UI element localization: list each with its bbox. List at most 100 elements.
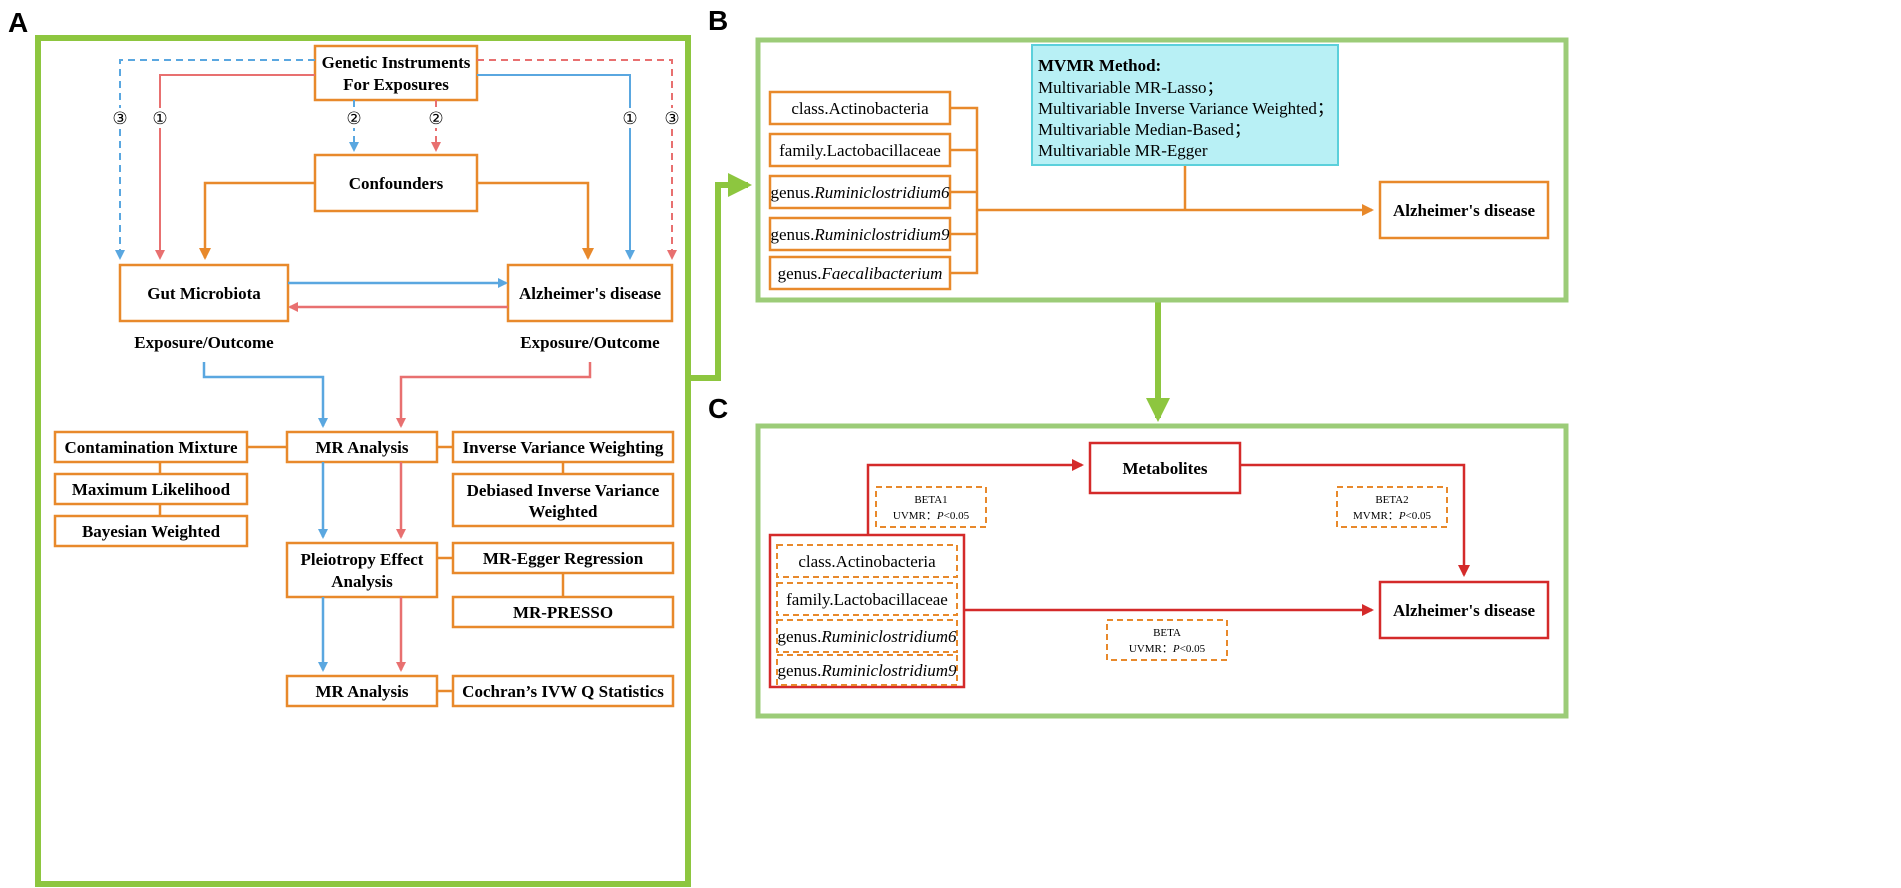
mr-egger-regression-label: MR-Egger Regression bbox=[483, 549, 644, 568]
mr-analysis-label-2: MR Analysis bbox=[315, 682, 408, 701]
mr-analysis-box-1: MR Analysis bbox=[285, 430, 439, 464]
panel-letter-b: B bbox=[708, 5, 728, 36]
marker-1-left: ① bbox=[152, 109, 167, 128]
confounders-to-ad bbox=[477, 181, 594, 260]
beta-box: BETA UVMR：P<0.05 bbox=[1106, 619, 1228, 661]
marker-3-left: ③ bbox=[112, 109, 127, 128]
beta1-value: UVMR：P<0.05 bbox=[893, 510, 970, 522]
b-taxon-box-5 bbox=[768, 255, 952, 291]
mr-analysis-box-2: MR Analysis bbox=[285, 674, 439, 708]
panel-a-border bbox=[35, 35, 691, 887]
circled-markers: ③ ① ② ② ① ③ bbox=[110, 108, 682, 128]
marker-2-left: ② bbox=[346, 109, 361, 128]
pleiotropy-line-2: Analysis bbox=[331, 572, 393, 591]
c-taxon-box-2 bbox=[776, 582, 958, 616]
b-taxon-box-3 bbox=[768, 174, 952, 210]
metabolites-label: Metabolites bbox=[1123, 459, 1208, 478]
c-taxon-box-4 bbox=[776, 654, 958, 686]
alzheimers-box-b: Alzheimer's disease bbox=[1378, 180, 1550, 240]
beta2-name: BETA2 bbox=[1375, 494, 1408, 506]
mvmr-method-2: Multivariable Inverse Variance Weighted； bbox=[1038, 99, 1334, 118]
b-taxon-label-1: class.Actinobacteria bbox=[791, 99, 929, 118]
panel-c-taxa-group: class.Actinobacteria family.Lactobacilla… bbox=[768, 533, 966, 689]
marker-1-right: ① bbox=[622, 109, 637, 128]
cochran-box: Cochran’s IVW Q Statistics bbox=[451, 674, 675, 708]
mvmr-method-1: Multivariable MR-Lasso； bbox=[1038, 78, 1224, 97]
green-connector-a-to-b bbox=[688, 173, 752, 381]
exposure-outcome-left: Exposure/Outcome bbox=[134, 333, 274, 352]
cochran-label: Cochran’s IVW Q Statistics bbox=[462, 682, 664, 701]
panel-b-taxa: class.Actinobacteria family.Lactobacilla… bbox=[768, 90, 952, 291]
mr-presso-label: MR-PRESSO bbox=[513, 603, 613, 622]
contamination-mixture-box: Contamination Mixture bbox=[53, 430, 249, 464]
maximum-likelihood-box: Maximum Likelihood bbox=[53, 472, 249, 506]
c-taxon-box-1 bbox=[776, 544, 958, 578]
c-taxon-box-3 bbox=[776, 619, 958, 653]
alzheimers-label-a: Alzheimer's disease bbox=[519, 284, 662, 303]
genetic-instruments-box: Genetic Instruments For Exposures bbox=[313, 44, 479, 102]
taxa-bracket bbox=[950, 106, 979, 275]
alzheimers-box-c: Alzheimer's disease bbox=[1378, 580, 1550, 640]
alzheimers-label-c: Alzheimer's disease bbox=[1393, 601, 1536, 620]
pleiotropy-line-1: Pleiotropy Effect bbox=[301, 550, 424, 569]
beta-value: UVMR：P<0.05 bbox=[1129, 643, 1206, 655]
b-taxon-label-4: genus.Ruminiclostridium9 bbox=[771, 225, 950, 244]
pleiotropy-box: Pleiotropy Effect Analysis bbox=[285, 541, 439, 599]
panel-letter-a: A bbox=[8, 7, 28, 38]
panel-letter-c: C bbox=[708, 393, 728, 424]
mvmr-method-3: Multivariable Median-Based； bbox=[1038, 120, 1251, 139]
alzheimers-box-a: Alzheimer's disease bbox=[506, 263, 674, 323]
bayesian-weighted-label: Bayesian Weighted bbox=[82, 522, 221, 541]
beta2-box: BETA2 MVMR：P<0.05 bbox=[1336, 486, 1448, 528]
contamination-mixture-label: Contamination Mixture bbox=[65, 438, 238, 457]
beta2-value: MVMR：P<0.05 bbox=[1353, 510, 1432, 522]
gut-microbiota-label: Gut Microbiota bbox=[147, 284, 261, 303]
maximum-likelihood-label: Maximum Likelihood bbox=[72, 480, 231, 499]
path-dashed-blue-3 bbox=[115, 59, 315, 260]
genetic-instruments-line-2: For Exposures bbox=[343, 75, 449, 94]
metabolites-box: Metabolites bbox=[1088, 441, 1242, 495]
confounders-box: Confounders bbox=[313, 153, 479, 213]
panel-b-border bbox=[755, 37, 1569, 303]
beta1-box: BETA1 UVMR：P<0.05 bbox=[875, 486, 987, 528]
taxa-to-metabolites-arrow bbox=[866, 459, 1084, 535]
alzheimers-label-b: Alzheimer's disease bbox=[1393, 201, 1536, 220]
genetic-instruments-line-1: Genetic Instruments bbox=[322, 53, 471, 72]
panel-c-border bbox=[755, 423, 1569, 719]
b-taxon-label-2: family.Lactobacillaceae bbox=[779, 141, 941, 160]
mr-egger-regression-box: MR-Egger Regression bbox=[451, 541, 675, 575]
inverse-variance-weighting-label: Inverse Variance Weighting bbox=[463, 438, 664, 457]
mr-analysis-label-1: MR Analysis bbox=[315, 438, 408, 457]
marker-2-right: ② bbox=[428, 109, 443, 128]
c-taxon-label-4: genus.Ruminiclostridium9 bbox=[778, 661, 957, 680]
b-taxon-box-4 bbox=[768, 216, 952, 252]
c-taxon-label-2: family.Lactobacillaceae bbox=[786, 590, 948, 609]
mvmr-method-4: Multivariable MR-Egger bbox=[1038, 141, 1208, 160]
confounders-to-gut bbox=[199, 181, 315, 260]
exposure-right-to-mr bbox=[396, 362, 592, 428]
c-taxon-label-3: genus.Ruminiclostridium6 bbox=[778, 627, 957, 646]
mvmr-method-box: MVMR Method: Multivariable MR-Lasso； Mul… bbox=[1031, 44, 1339, 166]
path-blue-1 bbox=[477, 74, 635, 260]
marker-3-right: ③ bbox=[664, 109, 679, 128]
exposure-left-to-mr bbox=[202, 362, 328, 428]
b-taxon-label-3: genus.Ruminiclostridium6 bbox=[771, 183, 950, 202]
beta1-name: BETA1 bbox=[914, 494, 947, 506]
beta-name: BETA bbox=[1153, 627, 1181, 639]
inverse-variance-weighting-box: Inverse Variance Weighting bbox=[451, 430, 675, 464]
debiased-ivw-box: Debiased Inverse Variance Weighted bbox=[451, 472, 675, 528]
gut-microbiota-box: Gut Microbiota bbox=[118, 263, 290, 323]
debiased-ivw-line-2: Weighted bbox=[529, 502, 598, 521]
b-taxon-box-2 bbox=[768, 132, 952, 168]
metabolites-to-ad-arrow bbox=[1240, 463, 1470, 577]
bayesian-weighted-box: Bayesian Weighted bbox=[53, 514, 249, 548]
b-taxon-label-5: genus.Faecalibacterium bbox=[778, 264, 943, 283]
mr-presso-box: MR-PRESSO bbox=[451, 595, 675, 629]
path-dashed-pink-3 bbox=[477, 59, 677, 260]
path-pink-1 bbox=[155, 74, 315, 260]
debiased-ivw-line-1: Debiased Inverse Variance bbox=[467, 481, 660, 500]
mvmr-title: MVMR Method: bbox=[1038, 56, 1161, 75]
confounders-label: Confounders bbox=[349, 174, 444, 193]
c-taxon-label-1: class.Actinobacteria bbox=[798, 552, 936, 571]
